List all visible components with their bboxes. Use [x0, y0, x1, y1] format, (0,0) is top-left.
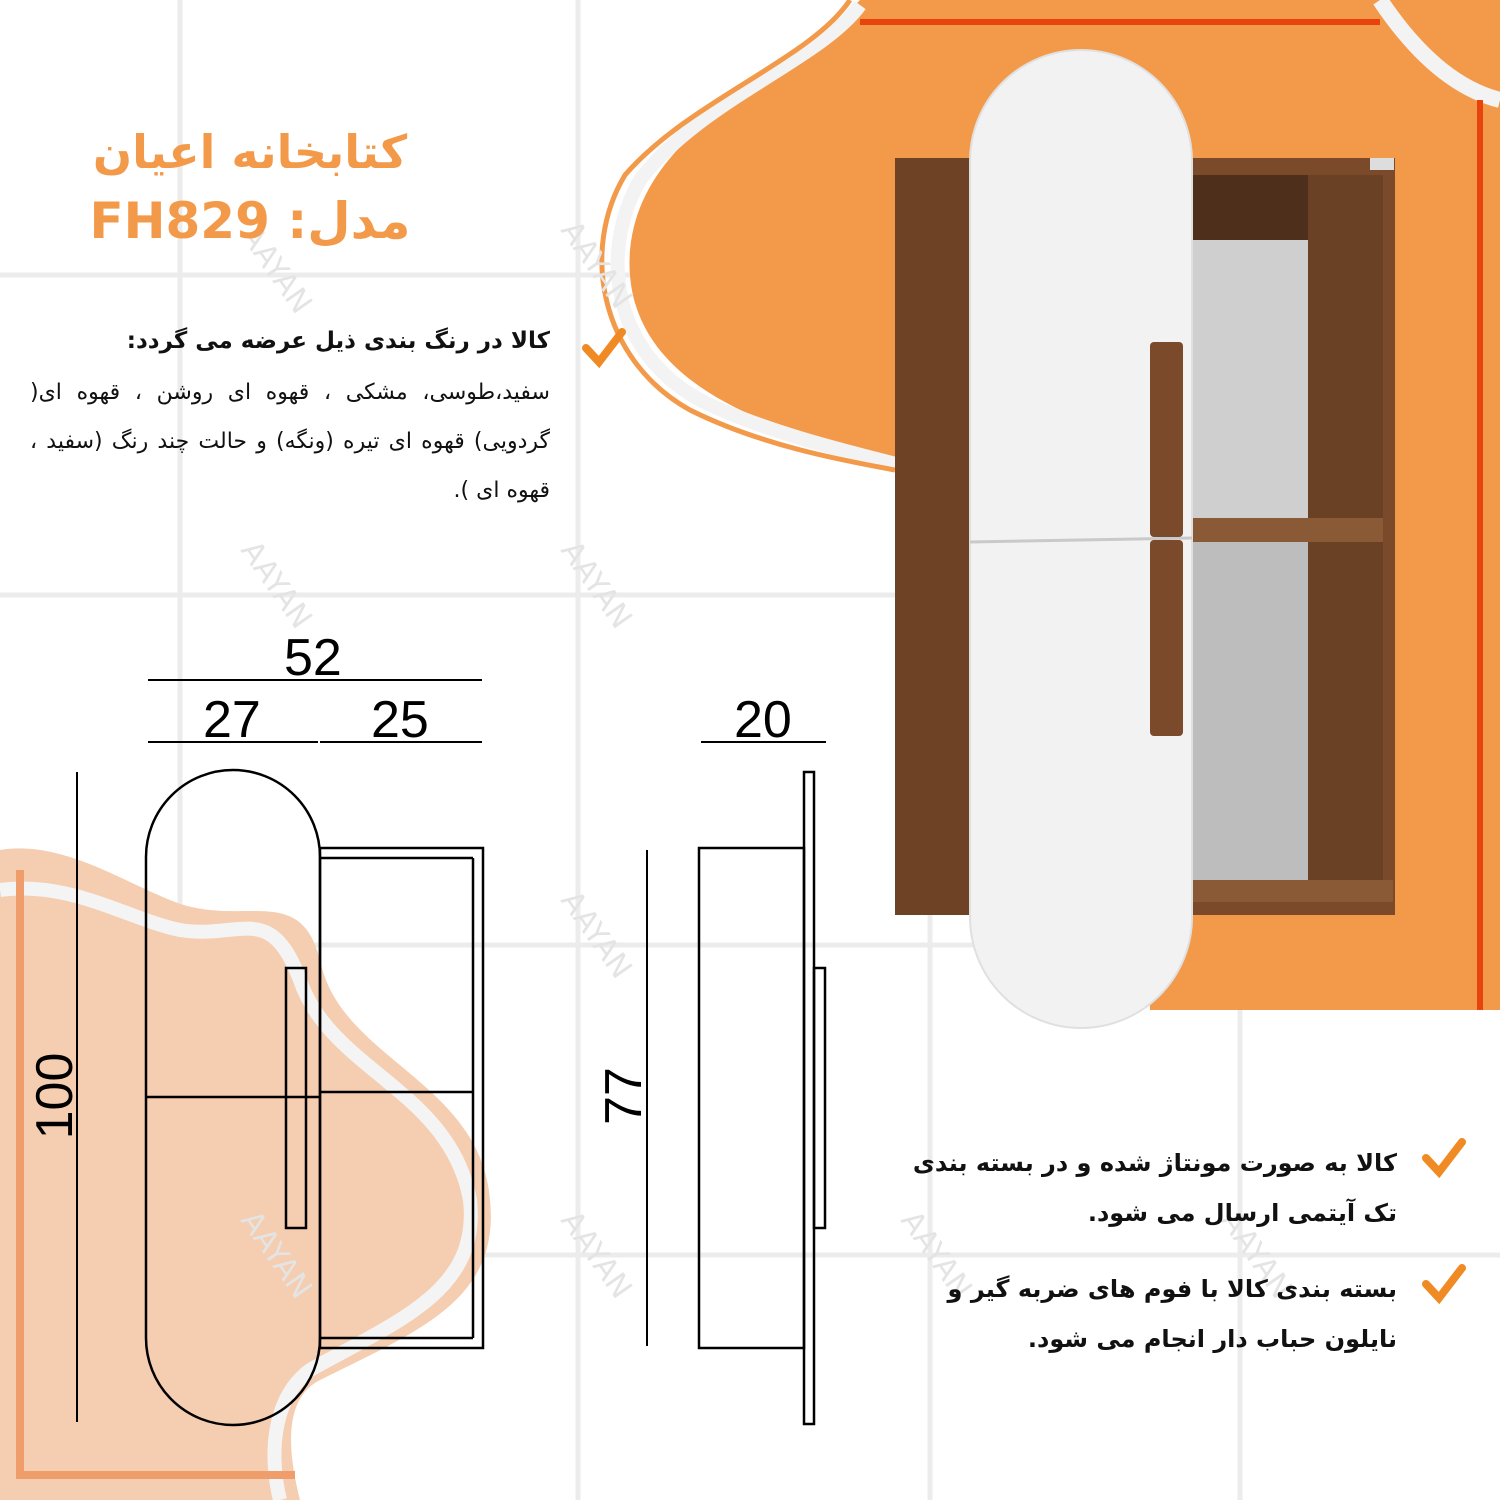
- svg-text:AAYAN: AAYAN: [233, 535, 318, 636]
- dimension-depth: 20: [734, 691, 792, 749]
- dimension-door-width: 27: [203, 691, 261, 749]
- dimension-total-width: 52: [284, 629, 342, 687]
- dimension-shelf-width: 25: [371, 691, 429, 749]
- side-view-drawing: [646, 741, 827, 1426]
- dimension-body-height: 77: [595, 1067, 653, 1125]
- model-number: مدل: FH829: [89, 192, 411, 250]
- product-title: کتابخانه اعیان: [92, 125, 408, 179]
- checkmark-icon: [1422, 1138, 1466, 1178]
- colors-section: کالا در رنگ بندی ذیل عرضه می گردد: سفید،…: [30, 328, 550, 515]
- colors-list: سفید،طوسی، مشکی ، قهوه ای روشن ، قهوه ای…: [30, 380, 550, 503]
- cabinet-image: [895, 49, 1395, 1029]
- feature-assembled: کالا به صورت مونتاژ شده و در بسته بندی ت…: [912, 1149, 1397, 1227]
- front-view-drawing: [76, 679, 485, 1427]
- checkmark-icon: [582, 328, 626, 368]
- checkmark-icon: [1422, 1264, 1466, 1304]
- dimension-height: 100: [26, 1052, 84, 1140]
- svg-text:AAYAN: AAYAN: [553, 885, 638, 986]
- feature-packaging: بسته بندی کالا با فوم های ضربه گیر و نای…: [947, 1275, 1397, 1353]
- svg-text:AAYAN: AAYAN: [553, 535, 638, 636]
- colors-heading: کالا در رنگ بندی ذیل عرضه می گردد:: [126, 328, 550, 354]
